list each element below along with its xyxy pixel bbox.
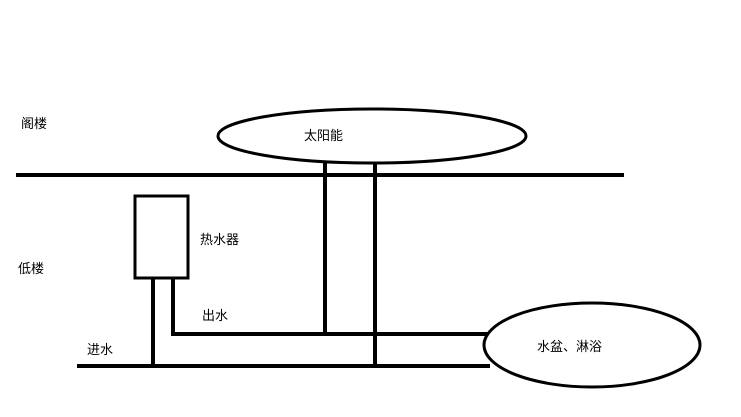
- inlet-label: 进水: [87, 343, 113, 358]
- water-heater-box: [133, 194, 190, 280]
- solar-collector: [216, 107, 528, 165]
- basin-shower: [482, 301, 702, 389]
- water-heater-label: 热水器: [200, 233, 239, 248]
- solar-label: 太阳能: [304, 129, 343, 144]
- outlet-label: 出水: [202, 309, 228, 324]
- basin-shower-label: 水盆、淋浴: [537, 340, 602, 355]
- ground-floor-label: 低楼: [18, 262, 44, 277]
- attic-label: 阁楼: [21, 117, 47, 132]
